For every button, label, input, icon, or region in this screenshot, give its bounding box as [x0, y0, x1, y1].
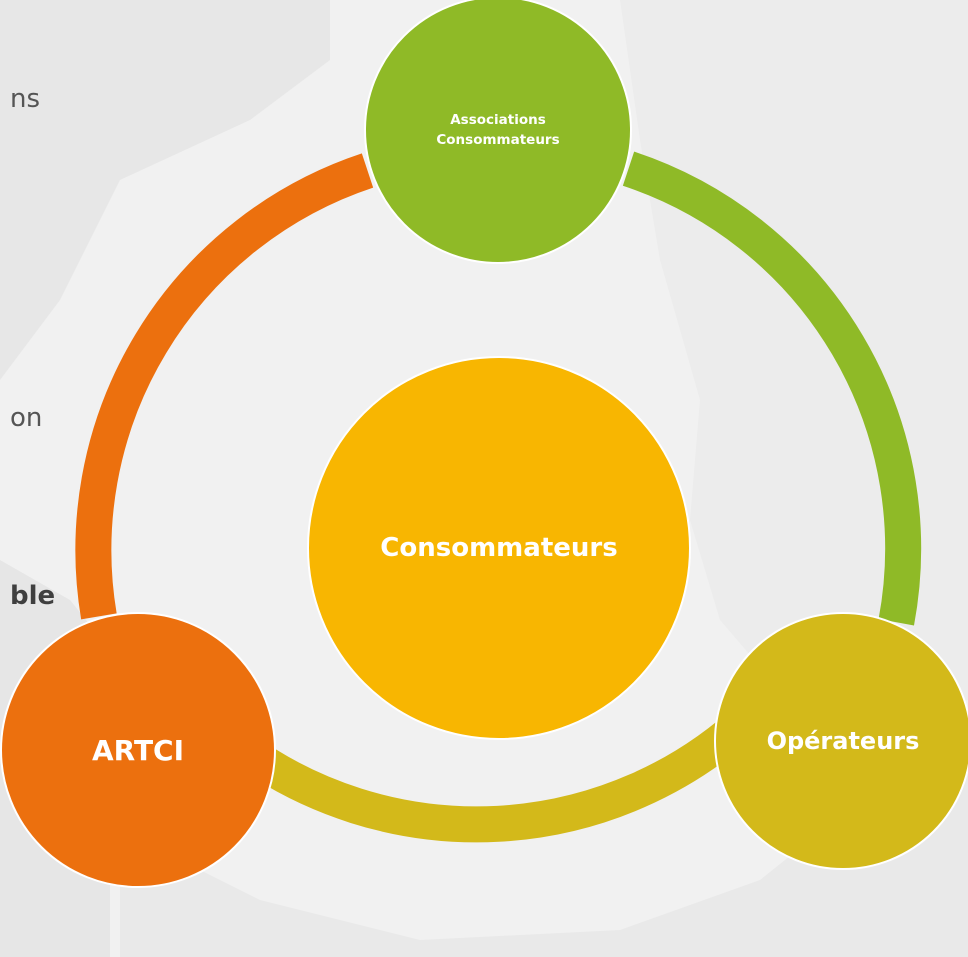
partial-text-line1: ns	[10, 84, 41, 114]
node-associations-line2: Consommateurs	[436, 132, 560, 148]
cycle-ring	[75, 151, 922, 843]
ring-arc-olive	[225, 703, 763, 843]
node-artci: ARTCI	[0, 612, 276, 888]
ring-arc-orange	[75, 153, 374, 620]
node-artci-label: ARTCI	[91, 733, 185, 767]
node-operateurs-label: Opérateurs	[766, 727, 920, 755]
node-operateurs: Opérateurs	[714, 612, 968, 870]
ring-arc-green	[622, 151, 922, 626]
partial-text-line3: ble	[10, 581, 56, 611]
background-map-shape	[620, 0, 968, 720]
node-consommateurs: Consommateurs	[307, 356, 691, 740]
node-associations-line1: Associations	[450, 112, 546, 128]
node-associations-consommateurs: Associations Consommateurs	[364, 0, 632, 264]
background-map-shape	[0, 0, 330, 380]
node-consommateurs-label: Consommateurs	[380, 533, 618, 563]
background-map-shape	[120, 760, 968, 957]
partial-text-line2: on	[10, 403, 43, 433]
